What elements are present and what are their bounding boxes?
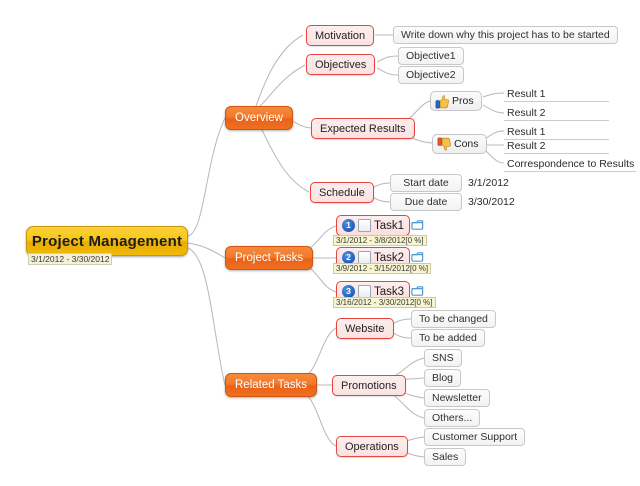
subnode-promotions-label: Promotions — [341, 379, 397, 392]
leaf-due-date[interactable]: Due date — [390, 193, 462, 211]
task-node-2[interactable]: 2 Task2 — [336, 247, 411, 268]
leaf-start-date[interactable]: Start date — [390, 174, 462, 192]
group-cons[interactable]: Cons — [432, 134, 487, 154]
branch-related-tasks-label: Related Tasks — [235, 379, 308, 391]
task-label: Task1 — [374, 219, 405, 232]
leaf-to-be-changed-label: To be changed — [419, 313, 488, 325]
leaf-blog[interactable]: Blog — [424, 369, 462, 387]
group-pros[interactable]: Pros — [430, 91, 482, 111]
subnode-operations[interactable]: Operations — [336, 436, 408, 457]
leaf-cons-result-2[interactable]: Result 2 — [504, 137, 609, 154]
group-cons-label: Cons — [454, 138, 479, 150]
leaf-objective-1-label: Objective1 — [406, 50, 456, 62]
leaf-others-label: Others... — [432, 412, 473, 424]
leaf-cons-result-1-label: Result 1 — [507, 126, 546, 138]
subnode-objectives[interactable]: Objectives — [306, 54, 376, 75]
branch-overview-label: Overview — [235, 112, 283, 124]
task-number-badge: 3 — [342, 285, 355, 298]
task-date-label: 3/1/2012 - 3/8/2012[0 %] — [333, 235, 427, 246]
task-label: Task2 — [374, 251, 405, 264]
leaf-pros-result-1-label: Result 1 — [507, 88, 546, 100]
folder-icon[interactable] — [410, 218, 425, 232]
folder-icon[interactable] — [410, 250, 425, 264]
root-label: Project Management — [31, 232, 183, 250]
leaf-customer-support[interactable]: Customer Support — [424, 428, 526, 446]
leaf-sns-label: SNS — [432, 352, 454, 364]
subnode-motivation[interactable]: Motivation — [306, 25, 375, 46]
branch-project-tasks[interactable]: Project Tasks — [225, 246, 314, 270]
leaf-cons-result-1[interactable]: Result 1 — [504, 123, 609, 140]
subnode-motivation-label: Motivation — [315, 29, 366, 42]
leaf-cons-correspondence[interactable]: Correspondence to Results — [504, 155, 636, 172]
value-start-date: 3/1/2012 — [468, 176, 509, 189]
subnode-website-label: Website — [345, 322, 385, 335]
leaf-to-be-added-label: To be added — [419, 332, 477, 344]
leaf-cons-correspondence-label: Correspondence to Results — [507, 158, 635, 170]
leaf-sns[interactable]: SNS — [424, 349, 462, 367]
subnode-expected-results[interactable]: Expected Results — [311, 118, 415, 139]
leaf-newsletter-label: Newsletter — [432, 392, 482, 404]
thumbs-down-icon — [437, 137, 452, 152]
leaf-to-be-added[interactable]: To be added — [411, 329, 485, 347]
leaf-sales-label: Sales — [432, 451, 459, 463]
subnode-website[interactable]: Website — [336, 318, 394, 339]
group-pros-label: Pros — [452, 95, 474, 107]
task-number-badge: 1 — [342, 219, 355, 232]
leaf-cons-result-2-label: Result 2 — [507, 140, 546, 152]
subnode-operations-label: Operations — [345, 440, 399, 453]
leaf-pros-result-1[interactable]: Result 1 — [504, 85, 609, 102]
subnode-schedule[interactable]: Schedule — [310, 182, 374, 203]
root-date-label: 3/1/2012 - 3/30/2012 — [28, 253, 113, 265]
subnode-expected-results-label: Expected Results — [320, 122, 406, 135]
task-checkbox[interactable] — [358, 219, 371, 232]
folder-icon[interactable] — [410, 284, 425, 298]
task-node-3[interactable]: 3 Task3 — [336, 281, 411, 302]
task-date-label: 3/16/2012 - 3/30/2012[0 %] — [333, 297, 436, 308]
leaf-motivation-note-label: Write down why this project has to be st… — [401, 29, 610, 41]
subnode-objectives-label: Objectives — [315, 58, 367, 71]
leaf-due-date-label: Due date — [404, 196, 448, 208]
root-node[interactable]: Project Management — [26, 226, 188, 256]
task-date-label: 3/9/2012 - 3/15/2012[0 %] — [333, 263, 432, 274]
thumbs-up-icon — [435, 94, 450, 109]
leaf-customer-support-label: Customer Support — [432, 431, 518, 443]
leaf-motivation-note[interactable]: Write down why this project has to be st… — [393, 26, 618, 44]
leaf-pros-result-2-label: Result 2 — [507, 107, 546, 119]
leaf-objective-1[interactable]: Objective1 — [398, 47, 464, 65]
subnode-schedule-label: Schedule — [319, 186, 365, 199]
leaf-to-be-changed[interactable]: To be changed — [411, 310, 496, 328]
leaf-objective-2[interactable]: Objective2 — [398, 66, 464, 84]
leaf-start-date-label: Start date — [403, 177, 449, 189]
task-node-1[interactable]: 1 Task1 — [336, 215, 411, 236]
leaf-pros-result-2[interactable]: Result 2 — [504, 104, 609, 121]
leaf-newsletter[interactable]: Newsletter — [424, 389, 490, 407]
leaf-others[interactable]: Others... — [424, 409, 481, 427]
branch-project-tasks-label: Project Tasks — [235, 252, 304, 264]
branch-overview[interactable]: Overview — [225, 106, 293, 130]
task-number-badge: 2 — [342, 251, 355, 264]
subnode-promotions[interactable]: Promotions — [332, 375, 406, 396]
branch-related-tasks[interactable]: Related Tasks — [225, 373, 318, 397]
leaf-objective-2-label: Objective2 — [406, 69, 456, 81]
leaf-sales[interactable]: Sales — [424, 448, 467, 466]
leaf-blog-label: Blog — [432, 372, 454, 384]
task-label: Task3 — [374, 285, 405, 298]
value-due-date: 3/30/2012 — [468, 195, 515, 208]
